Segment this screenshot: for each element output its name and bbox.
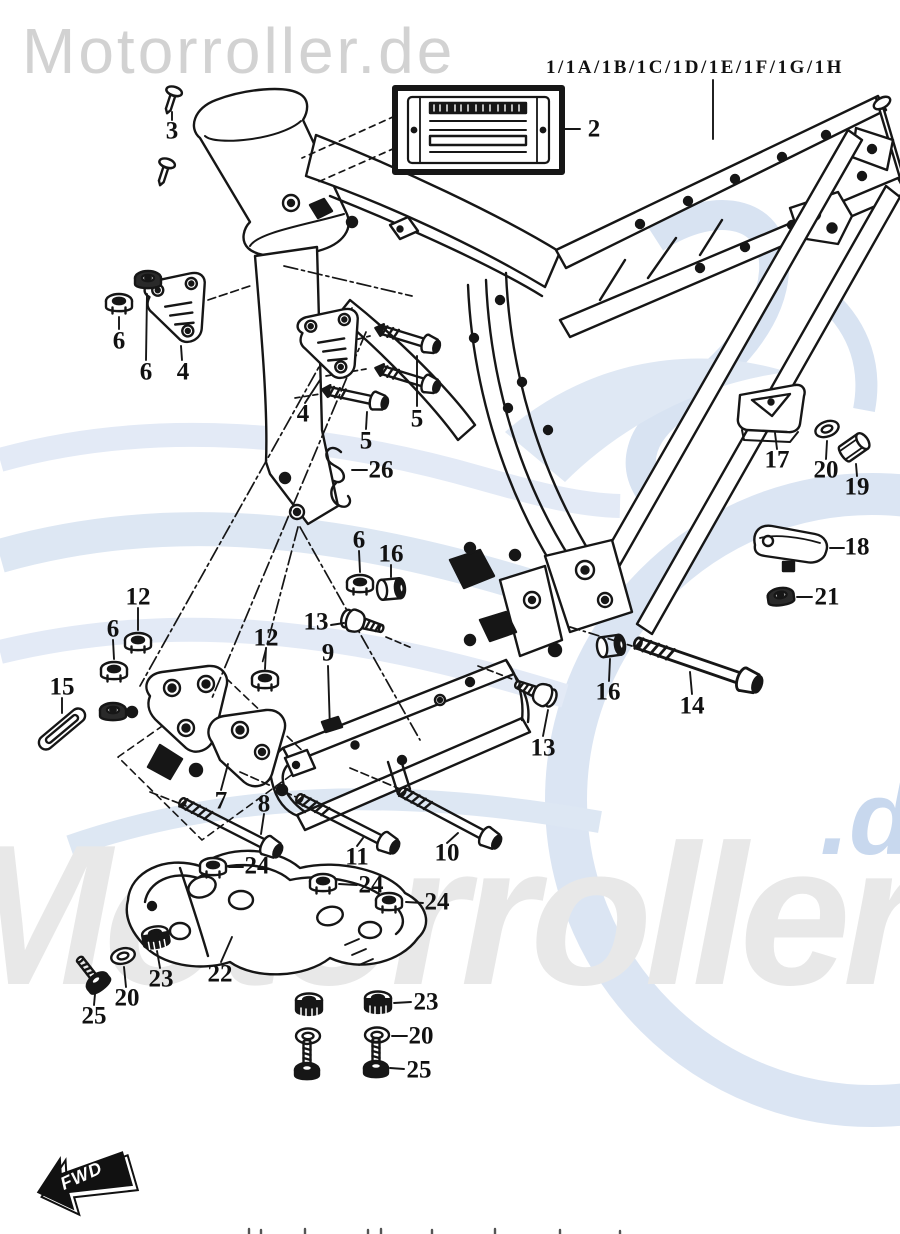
- part-label-19-11: 19: [844, 473, 870, 501]
- part-label-13-24: 13: [530, 734, 556, 762]
- part-label-7-25: 7: [214, 787, 228, 815]
- engine-cradle-subframe: [269, 658, 532, 832]
- part-label-20-37: 20: [408, 1022, 434, 1050]
- frame-code-label: 1/1A/1B/1C/1D/1E/1F/1G/1H: [546, 57, 844, 78]
- part-label-23-33: 23: [148, 965, 174, 993]
- part-label-6-3: 6: [112, 327, 126, 355]
- part-label-9-20: 9: [321, 639, 335, 667]
- bottom-cut-marks: [247, 1227, 622, 1234]
- part-label-6-17: 6: [106, 615, 120, 643]
- part-label-4-4: 4: [176, 358, 190, 386]
- part-label-16-15: 16: [378, 540, 404, 568]
- leader-lines: [61, 79, 858, 1070]
- clip-part-26: [325, 446, 352, 508]
- part-label-21-13: 21: [814, 583, 840, 611]
- part-label-6-14: 6: [352, 526, 366, 554]
- part-label-24-31: 24: [424, 888, 450, 916]
- part-label-16-22: 16: [595, 678, 621, 706]
- part-label-5-7: 5: [359, 427, 373, 455]
- part-label-17-9: 17: [764, 446, 790, 474]
- part-label-20-34: 20: [114, 984, 140, 1012]
- frame-down-tube: [253, 245, 340, 526]
- part-label-25-35: 25: [81, 1002, 107, 1030]
- engine-mount-plates: [448, 538, 634, 658]
- fwd-arrow-icon: FWD: [21, 1129, 151, 1234]
- part-label-14-23: 14: [679, 692, 705, 720]
- part-label-13-18: 13: [303, 608, 329, 636]
- part-label-10-28: 10: [434, 839, 460, 867]
- engine-bracket-7-cluster: [117, 664, 317, 841]
- bolt-part-14: [629, 629, 767, 699]
- nut-part-21: [765, 585, 797, 609]
- part-label-25-38: 25: [406, 1056, 432, 1084]
- part-label-4-5: 4: [296, 400, 310, 428]
- part-label-11-27: 11: [345, 843, 369, 871]
- part-label-12-16: 12: [125, 583, 151, 611]
- part-label-24-29: 24: [244, 852, 270, 880]
- part-label-8-26: 8: [257, 790, 271, 818]
- watermark-big-suffix: .de: [820, 760, 900, 877]
- part-label-6-2: 6: [139, 358, 153, 386]
- part-label-18-12: 18: [844, 533, 870, 561]
- pad-part-18: [753, 524, 829, 573]
- washer-part-20-right: [811, 416, 843, 442]
- part-label-24-30: 24: [358, 871, 384, 899]
- watermark-top: Motorroller.de: [22, 15, 456, 87]
- bolt-part-19: [837, 432, 871, 463]
- part-label-23-36: 23: [413, 988, 439, 1016]
- part-label-22-32: 22: [207, 960, 233, 988]
- skid-plate: [125, 849, 428, 976]
- frame-backbone: [336, 271, 594, 567]
- part-label-26-8: 26: [368, 456, 394, 484]
- part-label-12-19: 12: [253, 624, 279, 652]
- part-label-15-21: 15: [49, 673, 75, 701]
- part-label-3-0: 3: [165, 117, 179, 145]
- vin-plate: [392, 85, 565, 175]
- bracket-part-17: [736, 383, 806, 443]
- part-label-2-1: 2: [587, 115, 601, 143]
- part-label-20-10: 20: [813, 456, 839, 484]
- pin-part-15: [37, 707, 87, 751]
- part-label-5-6: 5: [410, 405, 424, 433]
